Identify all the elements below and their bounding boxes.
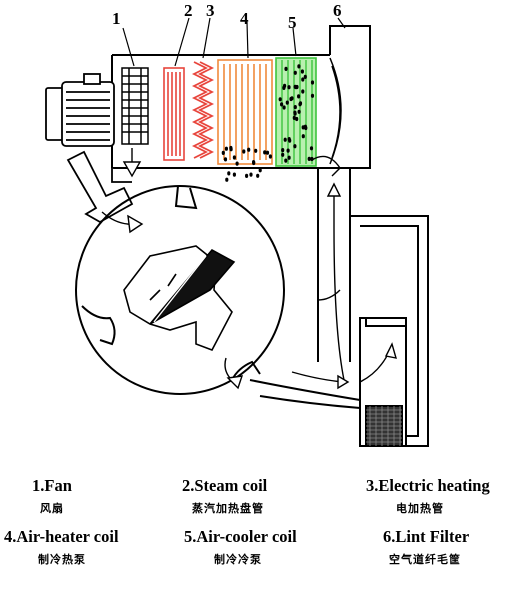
water-droplet: [221, 150, 225, 155]
water-droplet: [284, 66, 288, 71]
legend-label-cn: 制冷热泵: [38, 553, 86, 566]
garment: [123, 245, 236, 351]
water-droplet: [293, 110, 297, 115]
water-droplet: [301, 77, 305, 82]
water-droplet: [283, 83, 287, 88]
callout-5: 5: [288, 13, 297, 32]
legend-item-air-cooler-coil: 5.Air-cooler coil 制冷冷泵: [184, 527, 297, 567]
return-duct: [249, 215, 429, 447]
water-droplet: [225, 177, 229, 182]
water-droplet: [249, 172, 253, 177]
water-droplet: [300, 69, 304, 74]
water-droplet: [280, 102, 284, 107]
legend-label-cn: 风扇: [40, 502, 64, 515]
water-droplet: [229, 145, 233, 151]
water-droplet: [268, 154, 272, 159]
water-droplet: [292, 115, 296, 120]
water-droplet: [287, 137, 291, 142]
water-droplet: [285, 100, 289, 105]
water-droplet: [286, 148, 290, 153]
water-droplet: [301, 89, 305, 94]
water-droplet: [265, 150, 270, 155]
legend-label-cn: 电加热管: [396, 502, 444, 515]
water-droplet: [287, 155, 291, 160]
water-droplet: [256, 173, 260, 178]
callout-3: 3: [206, 1, 215, 20]
water-droplet: [309, 146, 314, 151]
legend-item-electric-heating: 3.Electric heating 电加热管: [366, 476, 490, 516]
water-droplet: [307, 156, 311, 161]
legend-label: 6.Lint Filter: [383, 527, 470, 546]
legend-label: 2.Steam coil: [182, 476, 268, 495]
water-droplet: [284, 158, 288, 163]
water-droplet: [295, 116, 299, 122]
steam-coil: [163, 67, 185, 161]
water-droplet: [247, 147, 251, 152]
legend-label: 4.Air-heater coil: [4, 527, 119, 546]
legend-label: 5.Air-cooler coil: [184, 527, 297, 546]
water-droplet: [298, 101, 303, 106]
air-cooler-coil: [221, 57, 317, 182]
water-droplet: [293, 144, 297, 149]
legend-label-cn: 蒸汽加热盘管: [192, 502, 264, 515]
water-droplet: [224, 146, 228, 151]
water-droplet: [303, 124, 307, 129]
fan: [121, 67, 149, 145]
dryer-diagram: 1 2 3 4 5 6: [45, 1, 429, 447]
legend-item-lint-filter: 6.Lint Filter 空气道纤毛筐: [383, 527, 469, 567]
water-droplet: [293, 70, 297, 75]
water-droplet: [293, 105, 297, 110]
water-droplet: [235, 161, 239, 166]
water-droplet: [297, 94, 301, 99]
electric-heating: [191, 61, 215, 159]
water-droplet: [303, 74, 307, 79]
water-droplet: [245, 173, 249, 178]
water-droplet: [294, 85, 298, 90]
water-droplet: [281, 148, 285, 153]
callout-leaders: [122, 17, 346, 67]
water-droplet: [287, 85, 291, 90]
water-droplet: [283, 137, 287, 142]
water-droplet: [232, 155, 236, 160]
water-droplet: [297, 64, 301, 69]
legend-item-steam-coil: 2.Steam coil 蒸汽加热盘管: [182, 476, 267, 516]
motor: [45, 73, 115, 147]
legend-label: 3.Electric heating: [366, 476, 490, 495]
callout-1: 1: [112, 9, 121, 28]
water-droplet: [310, 80, 315, 85]
callout-6: 6: [333, 1, 342, 20]
water-droplet: [242, 149, 246, 154]
legend-label-cn: 制冷冷泵: [214, 553, 262, 566]
water-droplet: [227, 171, 231, 176]
inlet-chute: [66, 150, 134, 224]
water-droplet: [263, 150, 267, 155]
water-droplet: [232, 172, 236, 177]
water-droplet: [281, 152, 285, 157]
legend-item-air-heater-coil: 4.Air-heater coil 制冷热泵: [4, 527, 119, 567]
lint-filter: [329, 57, 342, 165]
airflow-arrows: [101, 148, 397, 390]
water-droplet: [258, 168, 262, 173]
water-droplet: [297, 109, 301, 114]
water-droplet: [223, 157, 228, 162]
duct-housing: [111, 25, 371, 362]
water-droplet: [310, 93, 315, 98]
legend-label-cn: 空气道纤毛筐: [389, 553, 461, 566]
water-droplet: [301, 134, 305, 139]
legend-item-fan: 1.Fan 风扇: [32, 476, 72, 516]
legend-label: 1.Fan: [32, 476, 72, 495]
water-droplet: [254, 148, 258, 153]
callout-4: 4: [240, 9, 249, 28]
water-droplet: [278, 97, 282, 102]
air-heater-coil: [217, 59, 273, 165]
water-droplet: [289, 96, 293, 102]
water-droplet: [252, 160, 256, 166]
water-droplet: [282, 105, 286, 110]
callout-2: 2: [184, 1, 193, 20]
